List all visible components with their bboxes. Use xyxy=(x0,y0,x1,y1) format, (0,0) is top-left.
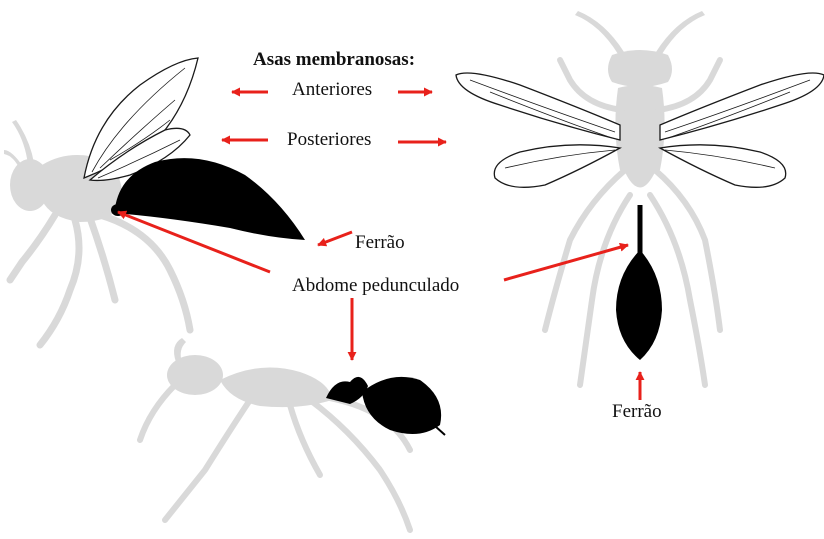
ant-side-icon xyxy=(140,338,445,530)
stinger-right-label: Ferrão xyxy=(612,402,662,421)
wasp-side-icon xyxy=(4,58,305,345)
hindwings-label: Posteriores xyxy=(287,130,371,149)
forewings-label: Anteriores xyxy=(292,80,372,99)
petiolate-abdomen-label: Abdome pedunculado xyxy=(292,276,459,295)
stinger-left-label: Ferrão xyxy=(355,233,405,252)
wasp-top-icon xyxy=(456,11,824,385)
wings-title: Asas membranosas: xyxy=(253,50,415,69)
